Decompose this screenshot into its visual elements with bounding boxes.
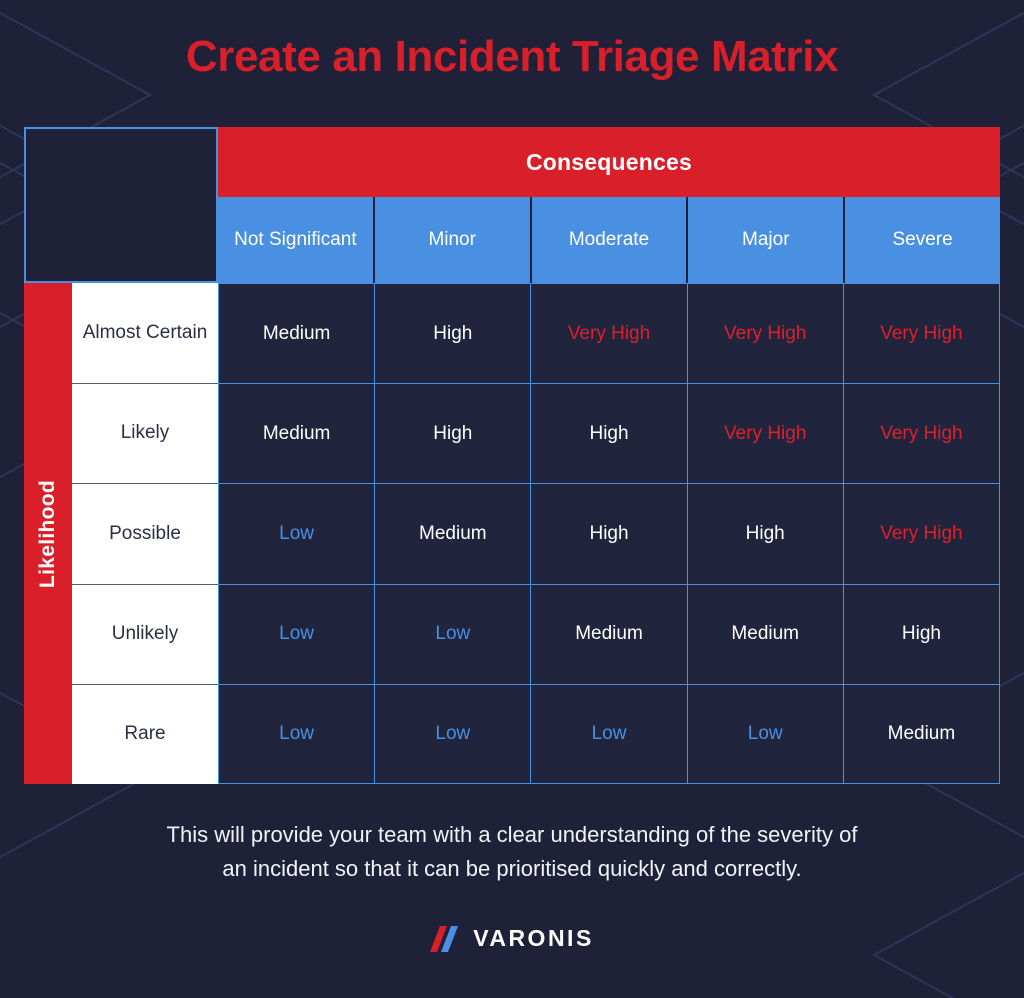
rating-cell: High	[686, 483, 843, 584]
rating-cell: Low	[374, 683, 531, 784]
rating-cell: Low	[218, 683, 375, 784]
consequence-header-moderate: Moderate	[529, 197, 687, 283]
rating-cell: Low	[686, 683, 843, 784]
rating-cell: High	[530, 383, 687, 484]
likelihood-label-unlikely: Unlikely	[72, 583, 218, 684]
incident-triage-matrix: Consequences Not Significant Minor Moder…	[24, 127, 1001, 784]
likelihood-axis-label: Likelihood	[36, 479, 59, 588]
footer-note-line-1: This will provide your team with a clear…	[166, 822, 858, 847]
table-row: Unlikely Low Low Medium Medium High	[72, 583, 1001, 684]
consequence-column-headers: Not Significant Minor Moderate Major Sev…	[218, 197, 1000, 283]
table-row: Rare Low Low Low Low Medium	[72, 683, 1001, 784]
varonis-slash-mark-icon	[430, 925, 459, 952]
footer-note-line-2: an incident so that it can be prioritise…	[222, 856, 802, 882]
rating-cell: Low	[218, 483, 375, 584]
page-title: Create an Incident Triage Matrix	[185, 32, 839, 81]
rating-cell: Low	[218, 583, 375, 684]
rating-cell: Low	[530, 683, 687, 784]
likelihood-label-possible: Possible	[72, 483, 218, 584]
consequence-header-minor: Minor	[372, 197, 530, 283]
matrix-body: Almost Certain Medium High Very High Ver…	[72, 283, 1001, 784]
rating-cell: High	[374, 383, 531, 484]
consequences-header: Consequences	[218, 127, 1000, 197]
likelihood-label-likely: Likely	[72, 383, 218, 484]
consequence-header-severe: Severe	[843, 197, 1000, 283]
rating-cell: High	[530, 483, 687, 584]
rating-cell: Very High	[530, 283, 687, 384]
table-row: Likely Medium High High Very High Very H…	[72, 383, 1001, 484]
consequence-header-not-significant: Not Significant	[218, 197, 373, 283]
table-row: Almost Certain Medium High Very High Ver…	[72, 283, 1001, 384]
rating-cell: Very High	[686, 283, 843, 384]
likelihood-axis-band: Likelihood	[24, 283, 72, 784]
rating-cell: Medium	[686, 583, 843, 684]
rating-cell: Medium	[842, 683, 1001, 784]
rating-cell: Medium	[218, 383, 375, 484]
matrix-corner-cell	[24, 127, 218, 283]
consequence-header-major: Major	[686, 197, 844, 283]
rating-cell: Medium	[530, 583, 687, 684]
brand-name: VARONIS	[473, 925, 594, 951]
rating-cell: Medium	[218, 283, 375, 384]
likelihood-label-rare: Rare	[72, 683, 218, 784]
footer-note: This will provide your team with a clear…	[50, 818, 974, 886]
rating-cell: Medium	[374, 483, 531, 584]
brand-logo: VARONIS	[0, 925, 1024, 952]
rating-cell: Low	[374, 583, 531, 684]
rating-cell: Very High	[842, 383, 1001, 484]
rating-cell: Very High	[842, 483, 1001, 584]
likelihood-label-almost-certain: Almost Certain	[72, 283, 218, 384]
table-row: Possible Low Medium High High Very High	[72, 483, 1001, 584]
rating-cell: Very High	[686, 383, 843, 484]
rating-cell: High	[842, 583, 1001, 684]
rating-cell: Very High	[842, 283, 1001, 384]
rating-cell: High	[374, 283, 531, 384]
